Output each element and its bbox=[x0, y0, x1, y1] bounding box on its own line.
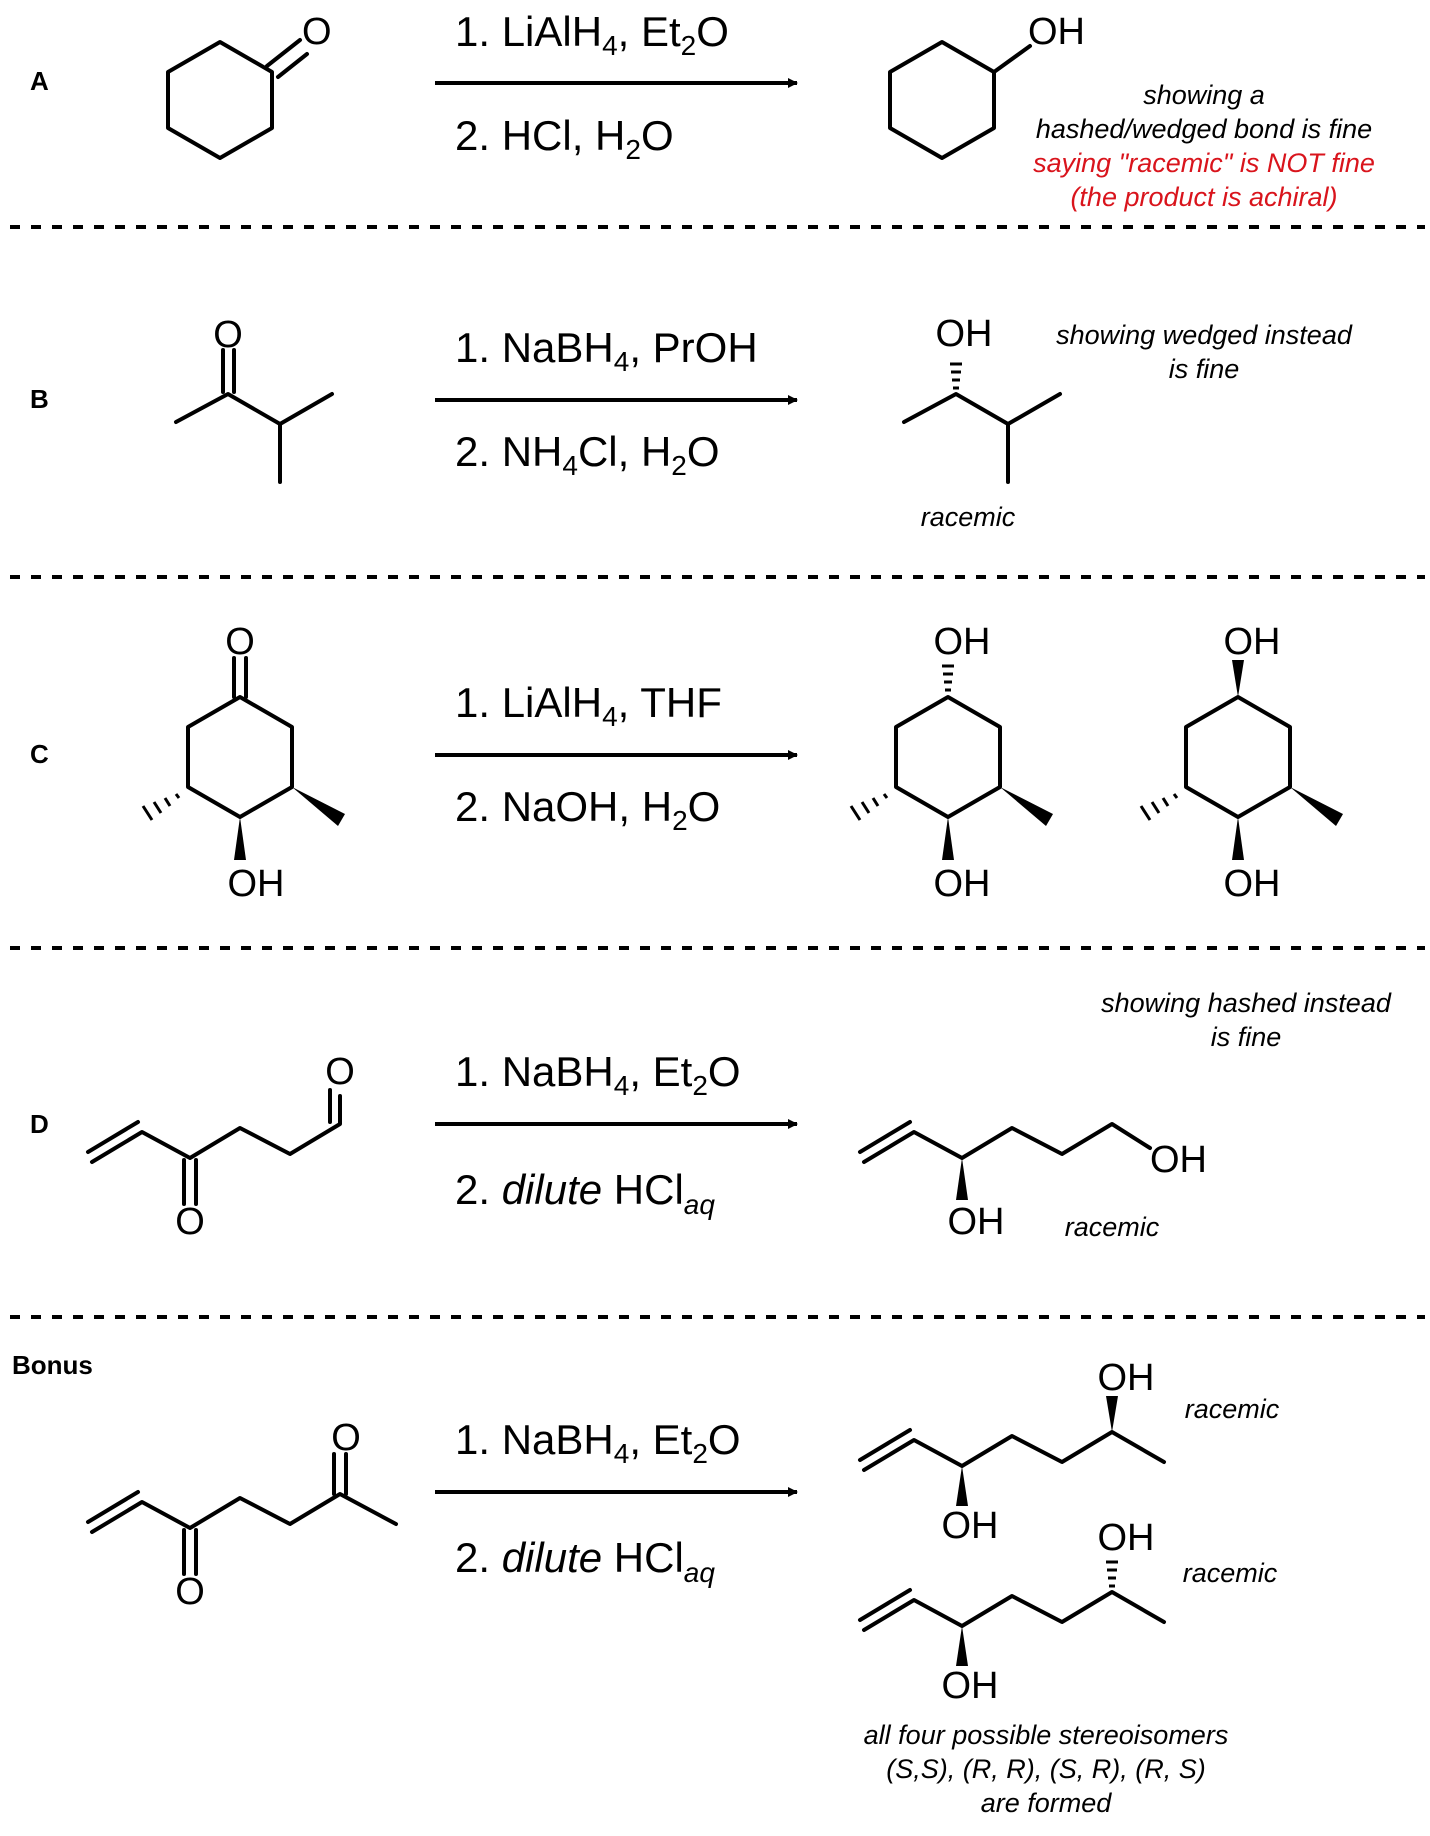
wedge-bond bbox=[234, 817, 246, 860]
problem-label-bonus: Bonus bbox=[12, 1350, 93, 1380]
oxygen-atom: O bbox=[175, 1571, 205, 1613]
product-diol-2: OH OH bbox=[1139, 621, 1343, 905]
hydroxyl-group: OH bbox=[936, 313, 993, 355]
wedge-bond bbox=[1106, 1396, 1118, 1432]
hydroxyl-group: OH bbox=[942, 1665, 999, 1707]
annotation-note: are formed bbox=[981, 1788, 1113, 1818]
hydroxyl-group: OH bbox=[934, 863, 991, 905]
hashed-bond bbox=[942, 664, 954, 692]
wedge-bond bbox=[292, 787, 345, 826]
product-alcohol: OH bbox=[902, 313, 1062, 484]
wedge-bond bbox=[1232, 660, 1244, 697]
problem-label-c: C bbox=[30, 739, 49, 769]
annotation-note: is fine bbox=[1169, 354, 1240, 384]
wedge-bond bbox=[1290, 787, 1343, 826]
hashed-bond bbox=[950, 362, 962, 390]
reactant-cyclohexanone: O bbox=[166, 11, 332, 160]
wedge-bond bbox=[942, 817, 954, 860]
oxygen-atom: O bbox=[331, 1417, 361, 1459]
reagent-step-2: 2. NaOH, H2O bbox=[455, 783, 720, 836]
wedge-bond bbox=[1000, 787, 1053, 826]
racemic-label: racemic bbox=[1065, 1212, 1160, 1242]
annotation-note: all four possible stereoisomers bbox=[864, 1720, 1229, 1750]
reagent-step-1: 1. LiAlH4, THF bbox=[455, 679, 722, 732]
hashed-bond bbox=[141, 793, 181, 821]
wedge-bond bbox=[956, 1158, 968, 1200]
annotation-note: showing wedged instead bbox=[1056, 320, 1353, 350]
racemic-label: racemic bbox=[1185, 1394, 1280, 1424]
reactant-diketone: O O bbox=[86, 1417, 398, 1613]
warning-note: (the product is achiral) bbox=[1070, 182, 1337, 212]
warning-note: saying "racemic" is NOT fine bbox=[1033, 148, 1375, 178]
oxygen-atom: O bbox=[225, 621, 255, 663]
wedge-bond bbox=[1232, 817, 1244, 860]
hashed-bond bbox=[1139, 793, 1179, 821]
reagent-step-1: 1. NaBH4, Et2O bbox=[455, 1048, 741, 1101]
oxygen-atom: O bbox=[325, 1051, 355, 1093]
product-cyclohexanol: OH bbox=[888, 11, 1085, 160]
hydroxyl-group: OH bbox=[948, 1201, 1005, 1243]
reagent-step-1: 1. LiAlH4, Et2O bbox=[455, 8, 729, 61]
reagent-step-2: 2. NH4Cl, H2O bbox=[455, 428, 720, 481]
product-diol-anti: OH OH bbox=[858, 1517, 1166, 1707]
annotation-note: (S,S), (R, R), (S, R), (R, S) bbox=[886, 1754, 1205, 1784]
hydroxyl-group: OH bbox=[228, 863, 285, 905]
wedge-bond bbox=[956, 1626, 968, 1666]
hydroxyl-group: OH bbox=[934, 621, 991, 663]
product-diol-syn: OH OH bbox=[858, 1357, 1166, 1547]
annotation-note: showing hashed instead bbox=[1101, 988, 1392, 1018]
reactant-ketone: O bbox=[174, 314, 334, 484]
hydroxyl-group: OH bbox=[942, 1505, 999, 1547]
reagent-step-2: 2. dilute HClaq bbox=[455, 1166, 715, 1220]
problem-label-d: D bbox=[30, 1109, 49, 1139]
hydroxyl-group: OH bbox=[1098, 1357, 1155, 1399]
reagent-step-2: 2. HCl, H2O bbox=[455, 112, 674, 165]
hydroxyl-group: OH bbox=[1028, 11, 1085, 53]
annotation-note: is fine bbox=[1211, 1022, 1282, 1052]
racemic-label: racemic bbox=[1183, 1558, 1278, 1588]
hashed-bond bbox=[849, 793, 889, 821]
reagent-step-1: 1. NaBH4, PrOH bbox=[455, 324, 758, 377]
problem-label-b: B bbox=[30, 384, 49, 414]
hydroxyl-group: OH bbox=[1150, 1139, 1207, 1181]
hydroxyl-group: OH bbox=[1224, 863, 1281, 905]
reagent-step-1: 1. NaBH4, Et2O bbox=[455, 1416, 741, 1469]
oxygen-atom: O bbox=[175, 1201, 205, 1243]
oxygen-atom: O bbox=[302, 11, 332, 53]
annotation-note: showing a bbox=[1143, 80, 1265, 110]
product-diol-1: OH OH bbox=[849, 621, 1053, 905]
product-diol: OH OH bbox=[858, 1120, 1207, 1243]
problem-label-a: A bbox=[30, 66, 49, 96]
hashed-bond bbox=[1106, 1560, 1118, 1588]
reactant-keto-aldehyde: O O bbox=[86, 1051, 355, 1243]
wedge-bond bbox=[956, 1466, 968, 1506]
reactant-cyclohexanone-substituted: O OH bbox=[141, 621, 345, 905]
annotation-note: hashed/wedged bond is fine bbox=[1036, 114, 1372, 144]
reagent-step-2: 2. dilute HClaq bbox=[455, 1534, 715, 1588]
hydroxyl-group: OH bbox=[1098, 1517, 1155, 1559]
oxygen-atom: O bbox=[213, 314, 243, 356]
racemic-label: racemic bbox=[921, 502, 1016, 532]
hydroxyl-group: OH bbox=[1224, 621, 1281, 663]
